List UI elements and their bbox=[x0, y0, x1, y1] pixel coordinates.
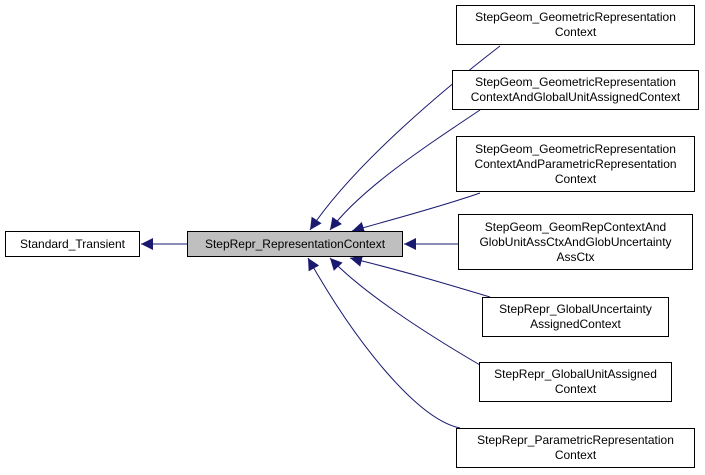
node-standard-transient[interactable]: Standard_Transient bbox=[5, 231, 140, 257]
edge-global-uncertainty-assigned-context bbox=[349, 254, 491, 298]
node-geometric-rep-ctx-global-unit[interactable]: StepGeom_GeometricRepresentation Context… bbox=[452, 70, 699, 110]
node-label-line: ContextAndParametricRepresentation bbox=[474, 156, 677, 171]
node-label-line: StepRepr_GlobalUncertainty bbox=[499, 302, 652, 316]
node-global-unit-assigned-context[interactable]: StepRepr_GlobalUnitAssigned Context bbox=[479, 362, 672, 402]
edge-geometric-representation-context bbox=[309, 45, 501, 231]
node-label-line: Context bbox=[554, 25, 597, 39]
node-label-line: StepGeom_GeomRepContextAnd bbox=[484, 219, 667, 234]
node-label-line: ContextAndGlobalUnitAssignedContext bbox=[470, 90, 681, 104]
node-label-line: StepRepr_GlobalUnitAssigned bbox=[494, 367, 657, 381]
node-geometric-representation-context[interactable]: StepGeom_GeometricRepresentation Context bbox=[456, 5, 695, 45]
node-parametric-representation-context[interactable]: StepRepr_ParametricRepresentation Contex… bbox=[456, 428, 695, 468]
node-geometric-rep-ctx-parametric[interactable]: StepGeom_GeometricRepresentation Context… bbox=[456, 136, 695, 192]
node-label-line: StepRepr_ParametricRepresentation bbox=[477, 433, 674, 447]
edge-parametric-representation-context bbox=[307, 257, 461, 429]
node-label-line: GlobUnitAssCtxAndGlobUncertainty bbox=[479, 234, 672, 249]
node-label-line: StepGeom_GeometricRepresentation bbox=[475, 75, 676, 89]
edge-global-unit-assigned-context bbox=[329, 257, 481, 366]
node-label-line: Context bbox=[554, 448, 597, 462]
node-label-line: AssignedContext bbox=[530, 317, 621, 331]
node-geom-rep-ctx-unit-uncertainty[interactable]: StepGeom_GeomRepContextAnd GlobUnitAssCt… bbox=[458, 214, 693, 270]
edge-geometric-rep-ctx-parametric bbox=[351, 192, 481, 234]
node-label-line: StepGeom_GeometricRepresentation bbox=[475, 141, 676, 156]
node-representation-context[interactable]: StepRepr_RepresentationContext bbox=[187, 231, 403, 257]
node-label-line: StepRepr_RepresentationContext bbox=[204, 236, 386, 251]
node-label-line: Context bbox=[554, 171, 597, 186]
node-global-uncertainty-assigned-context[interactable]: StepRepr_GlobalUncertainty AssignedConte… bbox=[482, 297, 669, 337]
edge-geometric-rep-ctx-global-unit bbox=[329, 109, 481, 231]
node-label-line: StepGeom_GeometricRepresentation bbox=[475, 10, 676, 24]
inheritance-edges bbox=[141, 45, 501, 429]
node-label-line: AssCtx bbox=[556, 249, 595, 264]
node-label-line: Context bbox=[554, 382, 597, 396]
node-label-line: Standard_Transient bbox=[20, 236, 125, 251]
